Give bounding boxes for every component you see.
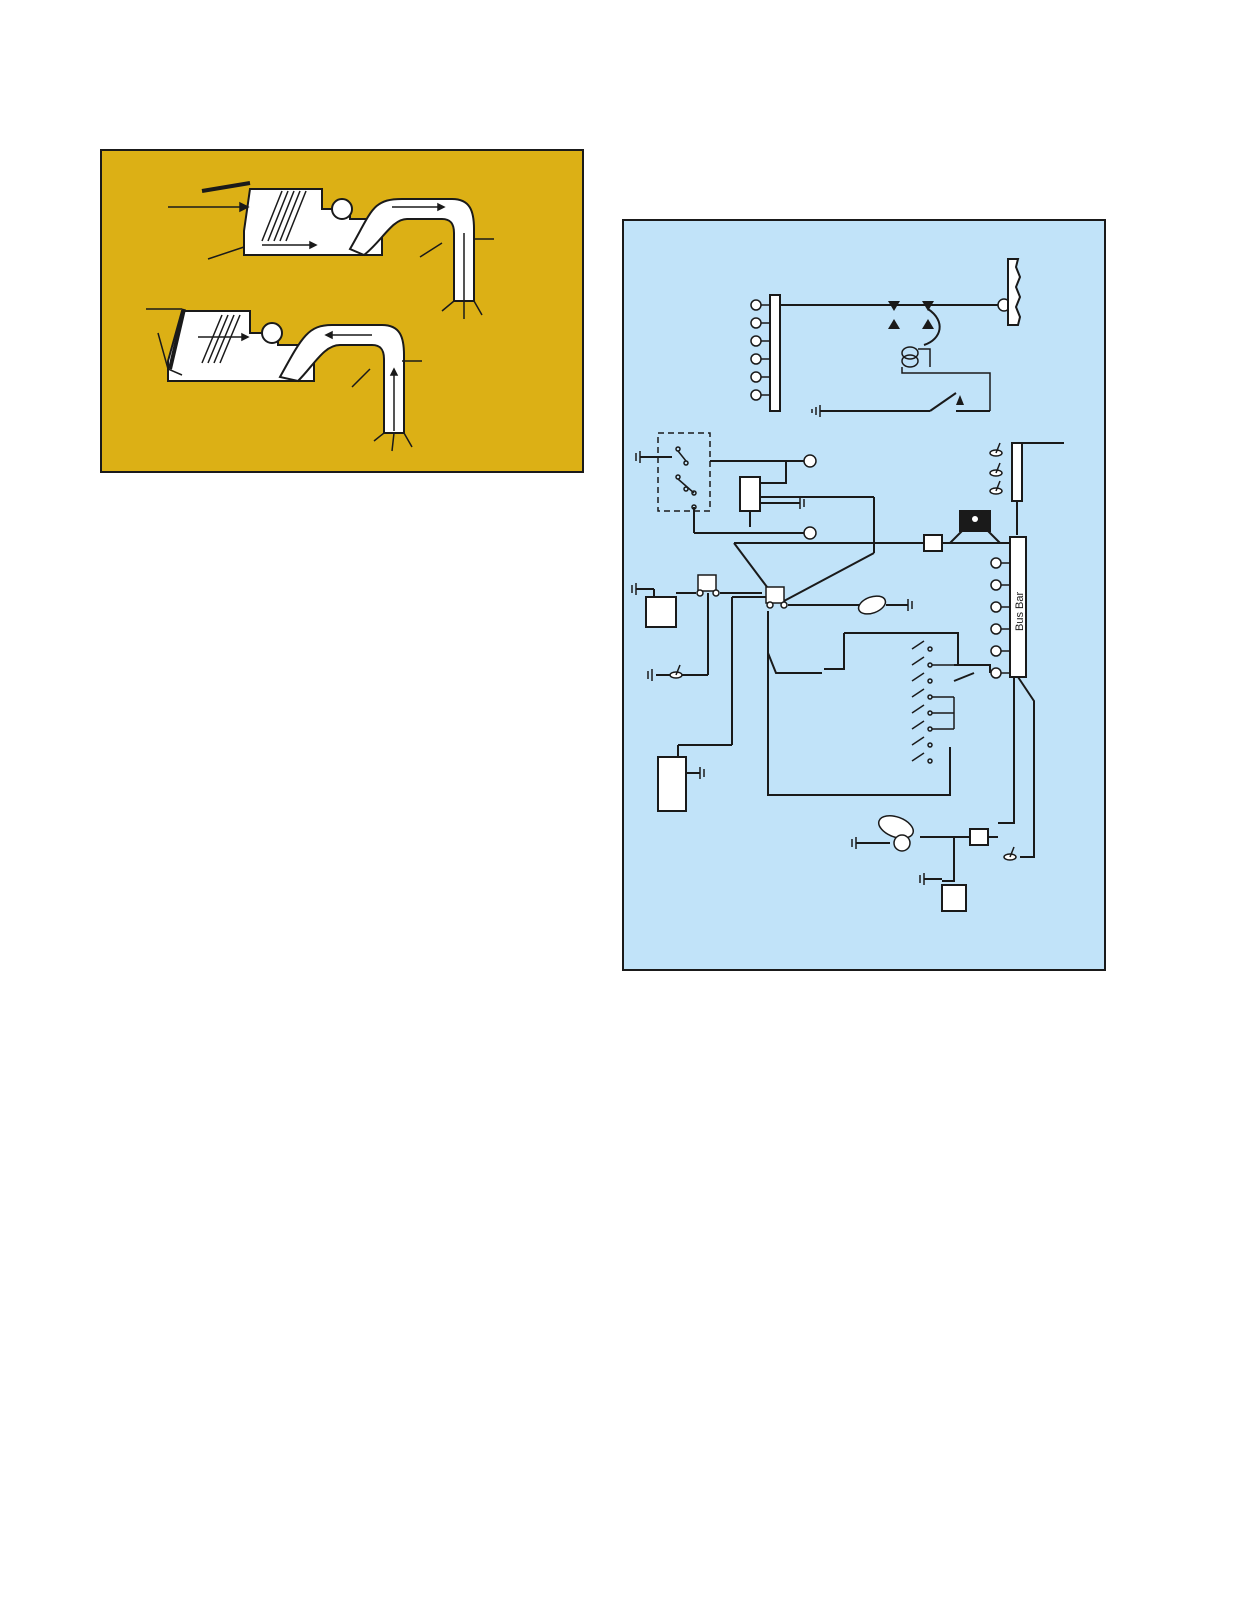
diode-icon bbox=[888, 301, 934, 329]
top-right-bus-strip bbox=[1007, 258, 1022, 326]
schematic-svg: Bus Bar bbox=[624, 221, 1104, 969]
ground-icon bbox=[811, 405, 821, 417]
motor-icon bbox=[857, 595, 887, 615]
bus-bar-label: Bus Bar bbox=[1014, 592, 1026, 631]
ground-icon-set bbox=[631, 451, 925, 885]
relay-icon bbox=[901, 346, 991, 411]
lower-duct-assembly bbox=[167, 308, 405, 434]
lower-toggle-switch bbox=[1003, 846, 1017, 861]
toggle-switch-icon bbox=[989, 442, 1003, 495]
blower-motor-icon bbox=[331, 198, 353, 220]
circuit-breaker-icon bbox=[750, 299, 770, 401]
lower-junction-box bbox=[941, 884, 967, 912]
inline-fuse-lower bbox=[969, 828, 989, 846]
upper-flow-arrows bbox=[168, 201, 494, 319]
lower-blower-motor-icon bbox=[261, 322, 283, 344]
electrical-schematic: Bus Bar bbox=[622, 219, 1106, 971]
dashed-switch-module bbox=[657, 432, 711, 512]
left-breaker-bar bbox=[769, 294, 781, 412]
lower-flow-arrows bbox=[146, 308, 422, 452]
lower-heater-box bbox=[167, 310, 315, 382]
duct-airflow-svg bbox=[102, 151, 582, 471]
upper-duct-assembly bbox=[201, 181, 475, 302]
small-relay-box bbox=[739, 476, 761, 512]
upper-flap bbox=[201, 181, 251, 193]
center-solenoid bbox=[765, 586, 788, 609]
duct-airflow-diagram bbox=[100, 149, 584, 473]
left-toggle-switch bbox=[669, 664, 683, 679]
lower-heater-core-icon bbox=[201, 314, 241, 364]
upper-right-switch-bar bbox=[1011, 442, 1023, 502]
lower-flap bbox=[168, 308, 186, 370]
switch-ladder bbox=[911, 640, 955, 764]
heater-core-icon bbox=[261, 190, 307, 242]
left-solenoid bbox=[696, 574, 720, 597]
starter-motor-icon bbox=[877, 815, 915, 852]
battery-icon bbox=[645, 596, 677, 628]
inline-fuse-upper bbox=[923, 534, 943, 552]
lower-left-relay bbox=[657, 756, 687, 812]
